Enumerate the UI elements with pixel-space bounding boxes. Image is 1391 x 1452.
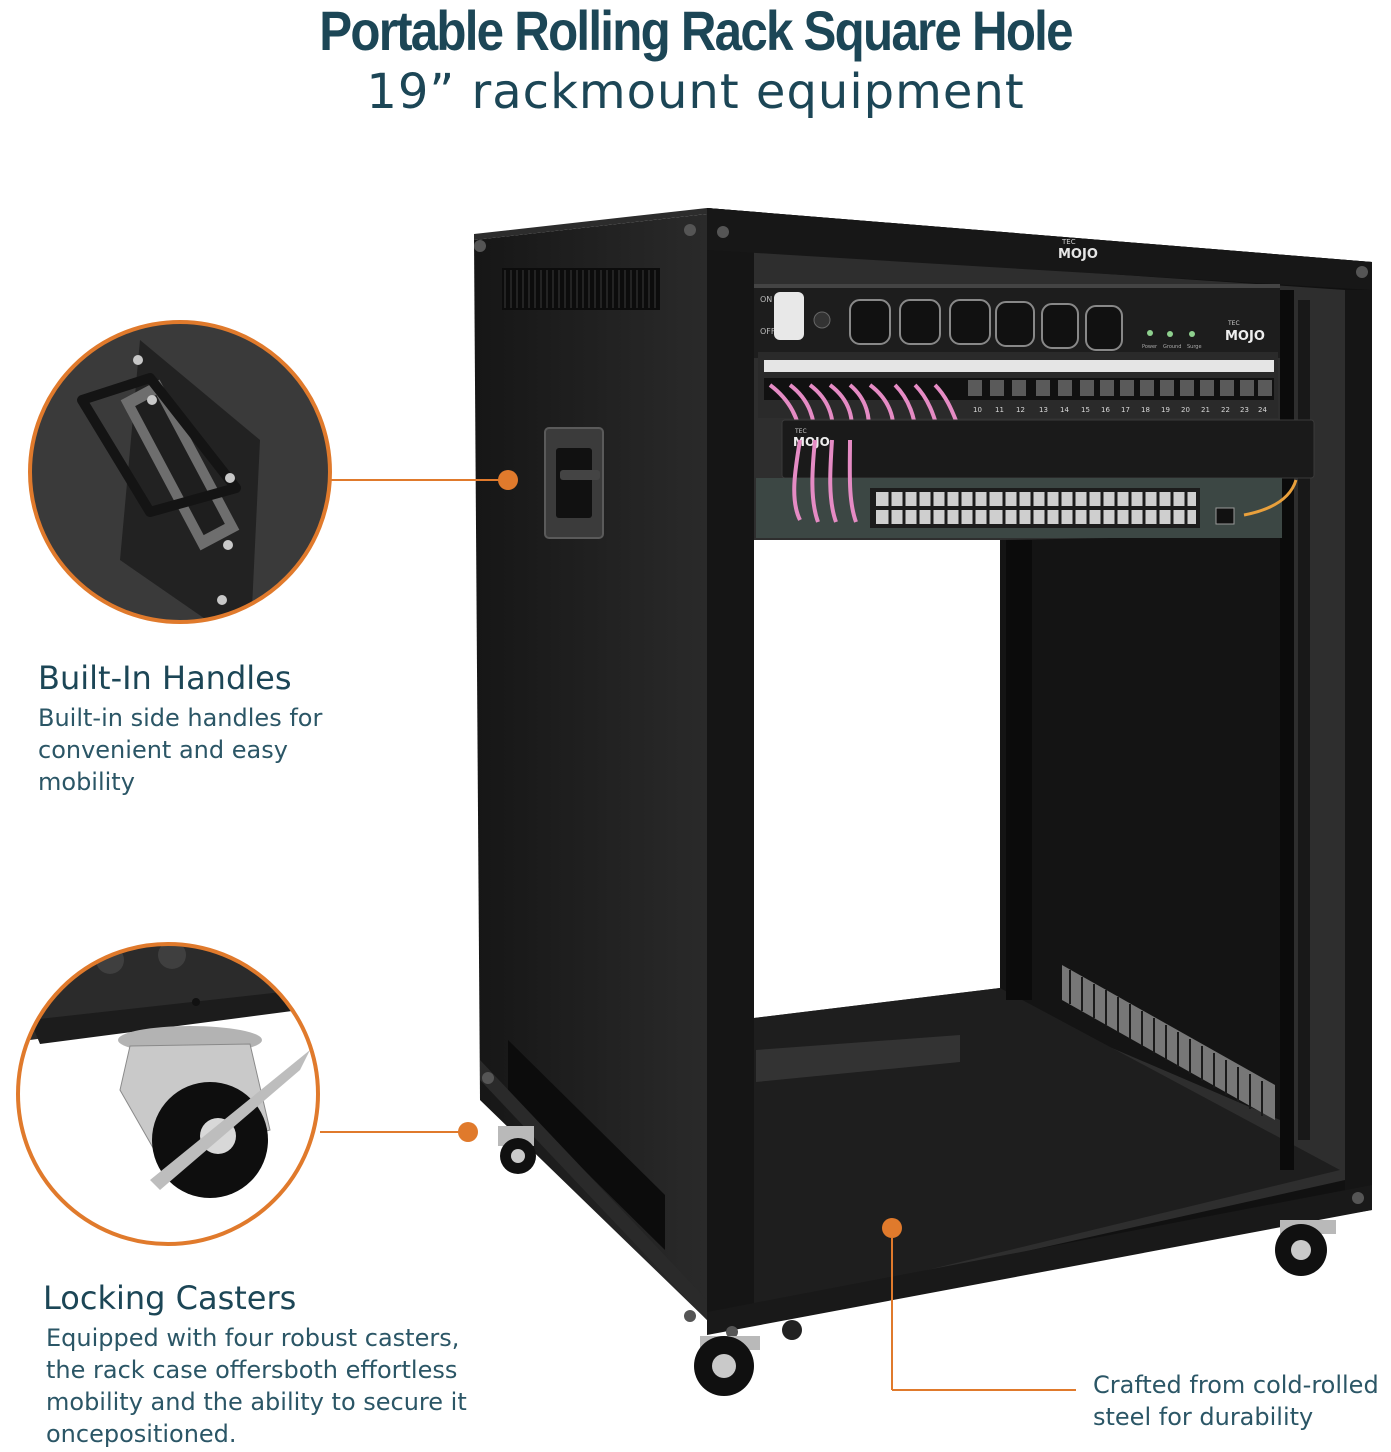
pdu-outlets [849, 299, 1123, 351]
steel-callout-dot [882, 1218, 902, 1238]
rack-cabinet: TEC MOJO ON OFF Power Ground Surge [474, 208, 1372, 1396]
patch-port-10: 10 [973, 406, 982, 414]
page-subtitle: 19” rackmount equipment [366, 64, 1025, 120]
pdu-brand-logo: MOJO [1225, 329, 1265, 344]
caster-rear-right [782, 1320, 802, 1340]
pdu-off-label: OFF [760, 327, 776, 336]
pdu-brand-small: TEC [1227, 320, 1240, 327]
caster-zoom-callout [16, 942, 478, 1246]
network-switch [756, 439, 1298, 538]
patch-port-12: 12 [1016, 406, 1025, 414]
rack-brand-small: TEC [1061, 238, 1076, 246]
pdu-on-label: ON [760, 295, 772, 304]
cable-manager: TEC MOJO [781, 419, 1315, 479]
pdu-indicator-ground: Ground [1163, 344, 1181, 350]
steel-callout [882, 1218, 1076, 1391]
patch-port-18: 18 [1141, 406, 1150, 414]
feature-desc-steel: Crafted from cold-rolled steel for durab… [1093, 1371, 1379, 1431]
feature-desc-handles: Built-in side handles for convenient and… [38, 704, 323, 796]
feature-title-handles: Built-In Handles [38, 659, 292, 697]
handle-zoom-callout [28, 320, 518, 624]
pdu-indicator-power: Power [1142, 344, 1158, 350]
handle-callout-dot [498, 470, 518, 490]
page-title: Portable Rolling Rack Square Hole [319, 0, 1073, 62]
patch-port-20: 20 [1181, 406, 1190, 414]
caster-front-right [1275, 1220, 1336, 1276]
feature-desc-casters: Equipped with four robust casters, the r… [46, 1324, 467, 1448]
power-distribution-unit: ON OFF Power Ground Surge TEC MOJO [754, 284, 1280, 358]
patch-port-14: 14 [1060, 406, 1069, 414]
patch-port-22: 22 [1221, 406, 1230, 414]
rack-brand-logo: MOJO [1058, 247, 1098, 262]
caster-rear-left [498, 1126, 536, 1174]
caster-callout-dot [458, 1122, 478, 1142]
pdu-switch [774, 292, 804, 340]
patch-port-24: 24 [1258, 406, 1267, 414]
cable-manager-brand-logo: MOJO [793, 435, 830, 449]
cable-manager-brand-small: TEC [794, 428, 807, 435]
patch-port-23: 23 [1240, 406, 1249, 414]
caster-front-left [694, 1336, 760, 1396]
side-handle [544, 427, 604, 539]
patch-port-21: 21 [1201, 406, 1210, 414]
patch-port-15: 15 [1081, 406, 1090, 414]
patch-port-19: 19 [1161, 406, 1170, 414]
pdu-indicator-surge: Surge [1187, 344, 1202, 350]
patch-port-17: 17 [1121, 406, 1130, 414]
patch-port-11: 11 [995, 406, 1004, 414]
feature-title-casters: Locking Casters [43, 1279, 297, 1317]
patch-port-16: 16 [1101, 406, 1110, 414]
patch-port-13: 13 [1039, 406, 1048, 414]
